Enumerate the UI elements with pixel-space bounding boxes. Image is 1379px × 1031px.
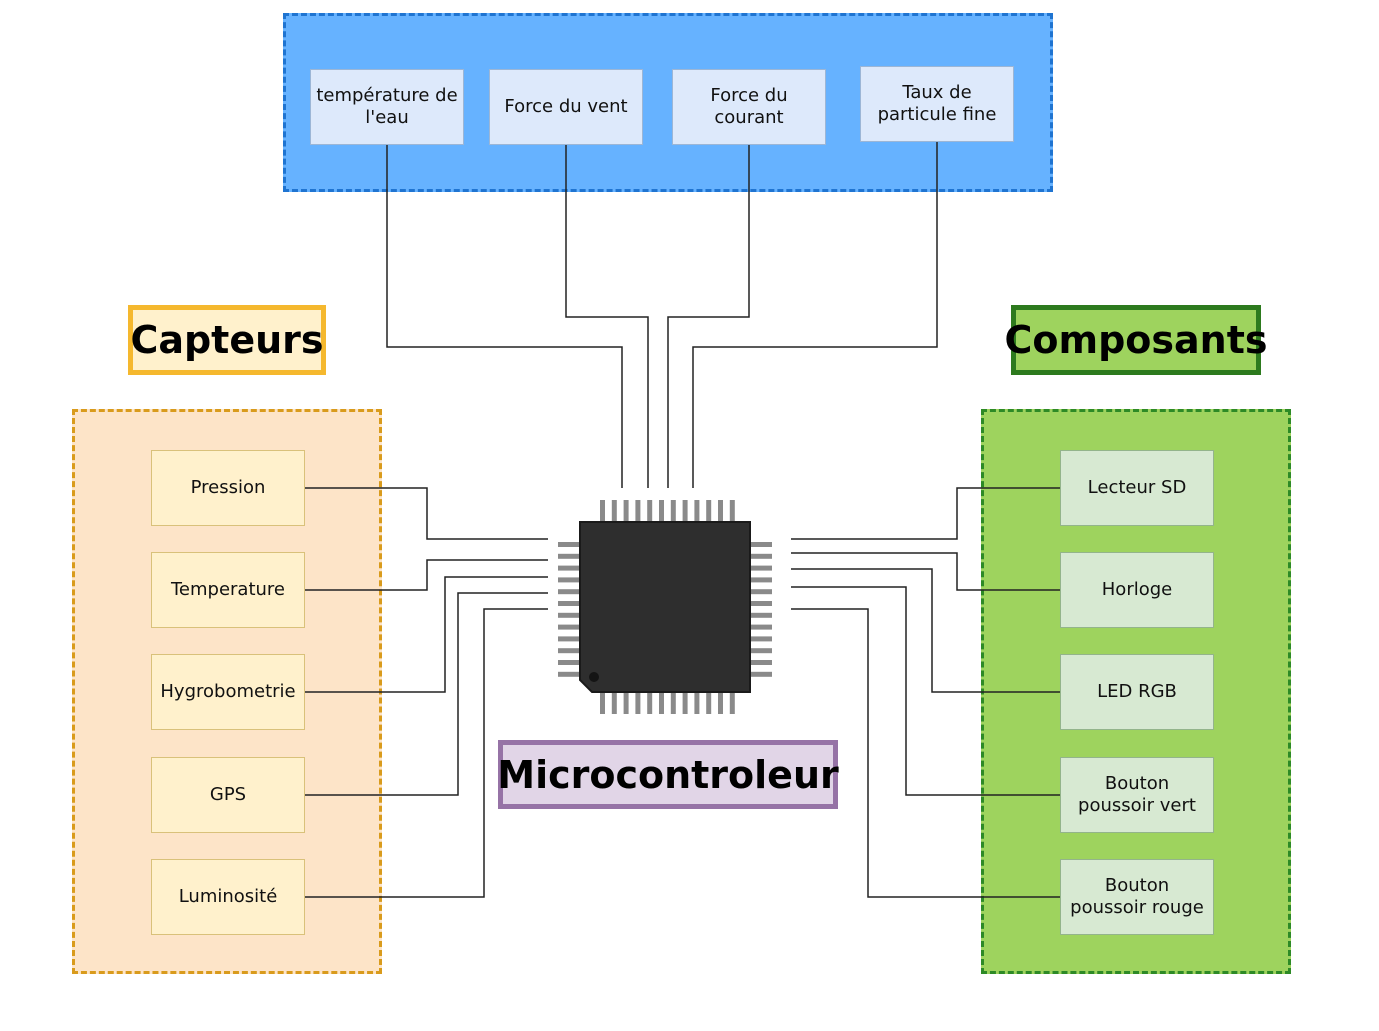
wire-temperature-eau (386, 145, 623, 488)
node-hygrobometrie: Hygrobometrie (151, 654, 305, 730)
chip-pin (635, 500, 641, 522)
wire-pression (305, 487, 548, 540)
chip-pin (750, 636, 772, 642)
chip-pin (558, 589, 580, 595)
chip-pin (558, 565, 580, 571)
node-particule-fine: Taux de particule fine (860, 66, 1014, 142)
chip-pin (611, 692, 617, 714)
node-temperature: Temperature (151, 552, 305, 628)
chip-pin (611, 500, 617, 522)
chip-pin (750, 565, 772, 571)
wire-gps (305, 592, 548, 796)
wire-particule-fine (692, 142, 938, 488)
chip-pin (623, 692, 629, 714)
chip-pin (750, 589, 772, 595)
chip-pin (750, 612, 772, 618)
chip-pin (670, 500, 676, 522)
chip-pin (558, 648, 580, 654)
chip-pin (659, 500, 664, 522)
node-bouton-vert: Bouton poussoir vert (1060, 757, 1214, 833)
chip-pin (682, 692, 688, 714)
chip-pin (718, 500, 723, 522)
node-lecteur-sd: Lecteur SD (1060, 450, 1214, 526)
chip-pin (558, 577, 580, 583)
node-temperature-eau: température de l'eau (310, 69, 464, 145)
wire-led-rgb (791, 568, 1060, 693)
chip-pin (750, 624, 772, 630)
microcontroleur-title: Microcontroleur (497, 740, 839, 809)
chip-pin (670, 692, 676, 714)
chip-pin (729, 692, 735, 714)
wire-temperature (305, 559, 548, 591)
chip-pin (706, 692, 712, 714)
wire-bouton-rouge (791, 608, 1060, 898)
chip-pin (750, 542, 772, 547)
capteurs-title: Capteurs (128, 305, 326, 375)
chip-pin (558, 660, 580, 665)
chip-pin (682, 500, 688, 522)
chip-pin (659, 692, 664, 714)
wire-luminosite (305, 608, 548, 898)
chip-pin (635, 692, 641, 714)
chip-pin (600, 500, 605, 522)
chip-pin (750, 671, 772, 677)
node-force-courant: Force du courant (672, 69, 826, 145)
chip-pin (694, 692, 700, 714)
chip-pin (600, 692, 605, 714)
chip-pin (558, 612, 580, 618)
chip-pin (750, 660, 772, 665)
node-pression: Pression (151, 450, 305, 526)
chip-pin (729, 500, 735, 522)
node-gps: GPS (151, 757, 305, 833)
chip-pin (750, 553, 772, 559)
wire-horloge (791, 552, 1060, 591)
chip-pin (558, 636, 580, 642)
node-luminosite: Luminosité (151, 859, 305, 935)
chip-pin (558, 601, 580, 606)
chip-pin (706, 500, 712, 522)
chip-pin (750, 648, 772, 654)
chip-pin (558, 542, 580, 547)
chip-pin (558, 624, 580, 630)
chip-pin (750, 577, 772, 583)
node-led-rgb: LED RGB (1060, 654, 1214, 730)
wire-lecteur-sd (791, 487, 1060, 540)
node-force-vent: Force du vent (489, 69, 643, 145)
wire-force-vent (565, 145, 649, 488)
chip-pin (558, 553, 580, 559)
chip-pin (647, 500, 653, 522)
chip-pin (647, 692, 653, 714)
node-bouton-rouge: Bouton poussoir rouge (1060, 859, 1214, 935)
chip-pin (558, 671, 580, 677)
wire-hygrobometrie (305, 576, 548, 693)
microchip-icon (558, 500, 772, 714)
wire-bouton-vert (791, 586, 1060, 796)
wire-force-courant (667, 145, 750, 488)
chip-pin (694, 500, 700, 522)
chip-pin (750, 601, 772, 606)
node-horloge: Horloge (1060, 552, 1214, 628)
chip-pin (718, 692, 723, 714)
chip-pin (623, 500, 629, 522)
composants-title: Composants (1005, 305, 1268, 375)
